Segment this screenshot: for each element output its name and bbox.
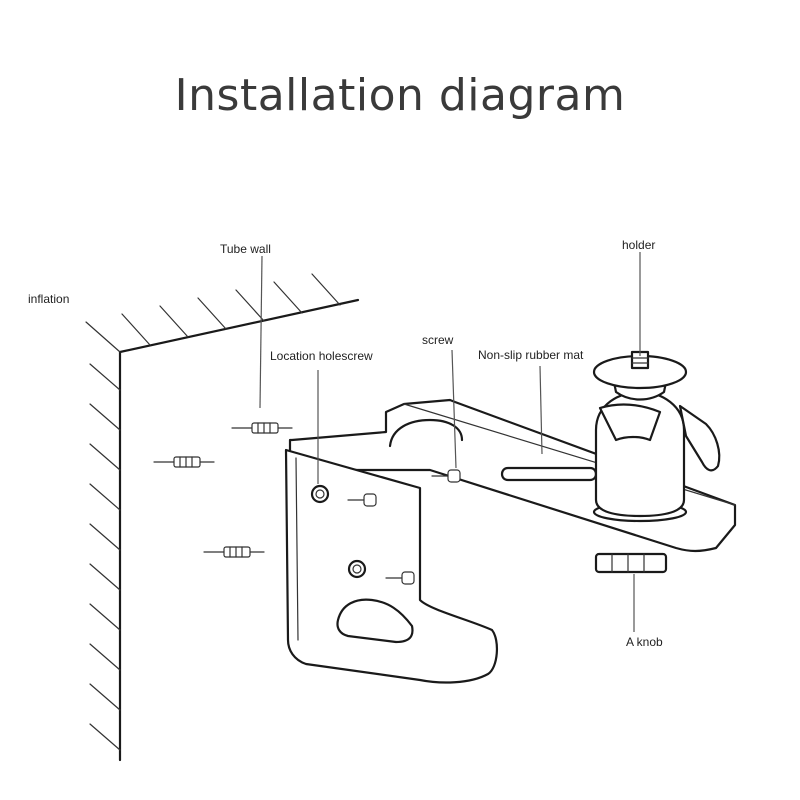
screw-3: [431, 469, 461, 483]
anchor-2: [153, 456, 215, 468]
label-non-slip-rubber-mat: Non-slip rubber mat: [478, 348, 584, 362]
label-tube-wall: Tube wall: [220, 242, 271, 256]
label-a-knob: A knob: [626, 635, 663, 649]
label-screw: screw: [422, 333, 454, 347]
screw-2: [385, 571, 415, 585]
label-inflation: inflation: [28, 292, 70, 306]
label-holder: holder: [622, 238, 656, 252]
anchor-3: [203, 546, 265, 558]
anchor-1: [231, 422, 293, 434]
bracket-screws: [347, 469, 461, 585]
screw-1: [347, 493, 377, 507]
wall-anchors: [153, 422, 293, 558]
wall: [85, 273, 360, 762]
page-title: Installation diagram: [174, 70, 626, 121]
a-knob: [594, 552, 668, 574]
leader-lines: [259, 252, 641, 632]
ball-head-holder: [592, 350, 721, 523]
label-location-holescrew: Location holescrew: [270, 349, 373, 363]
